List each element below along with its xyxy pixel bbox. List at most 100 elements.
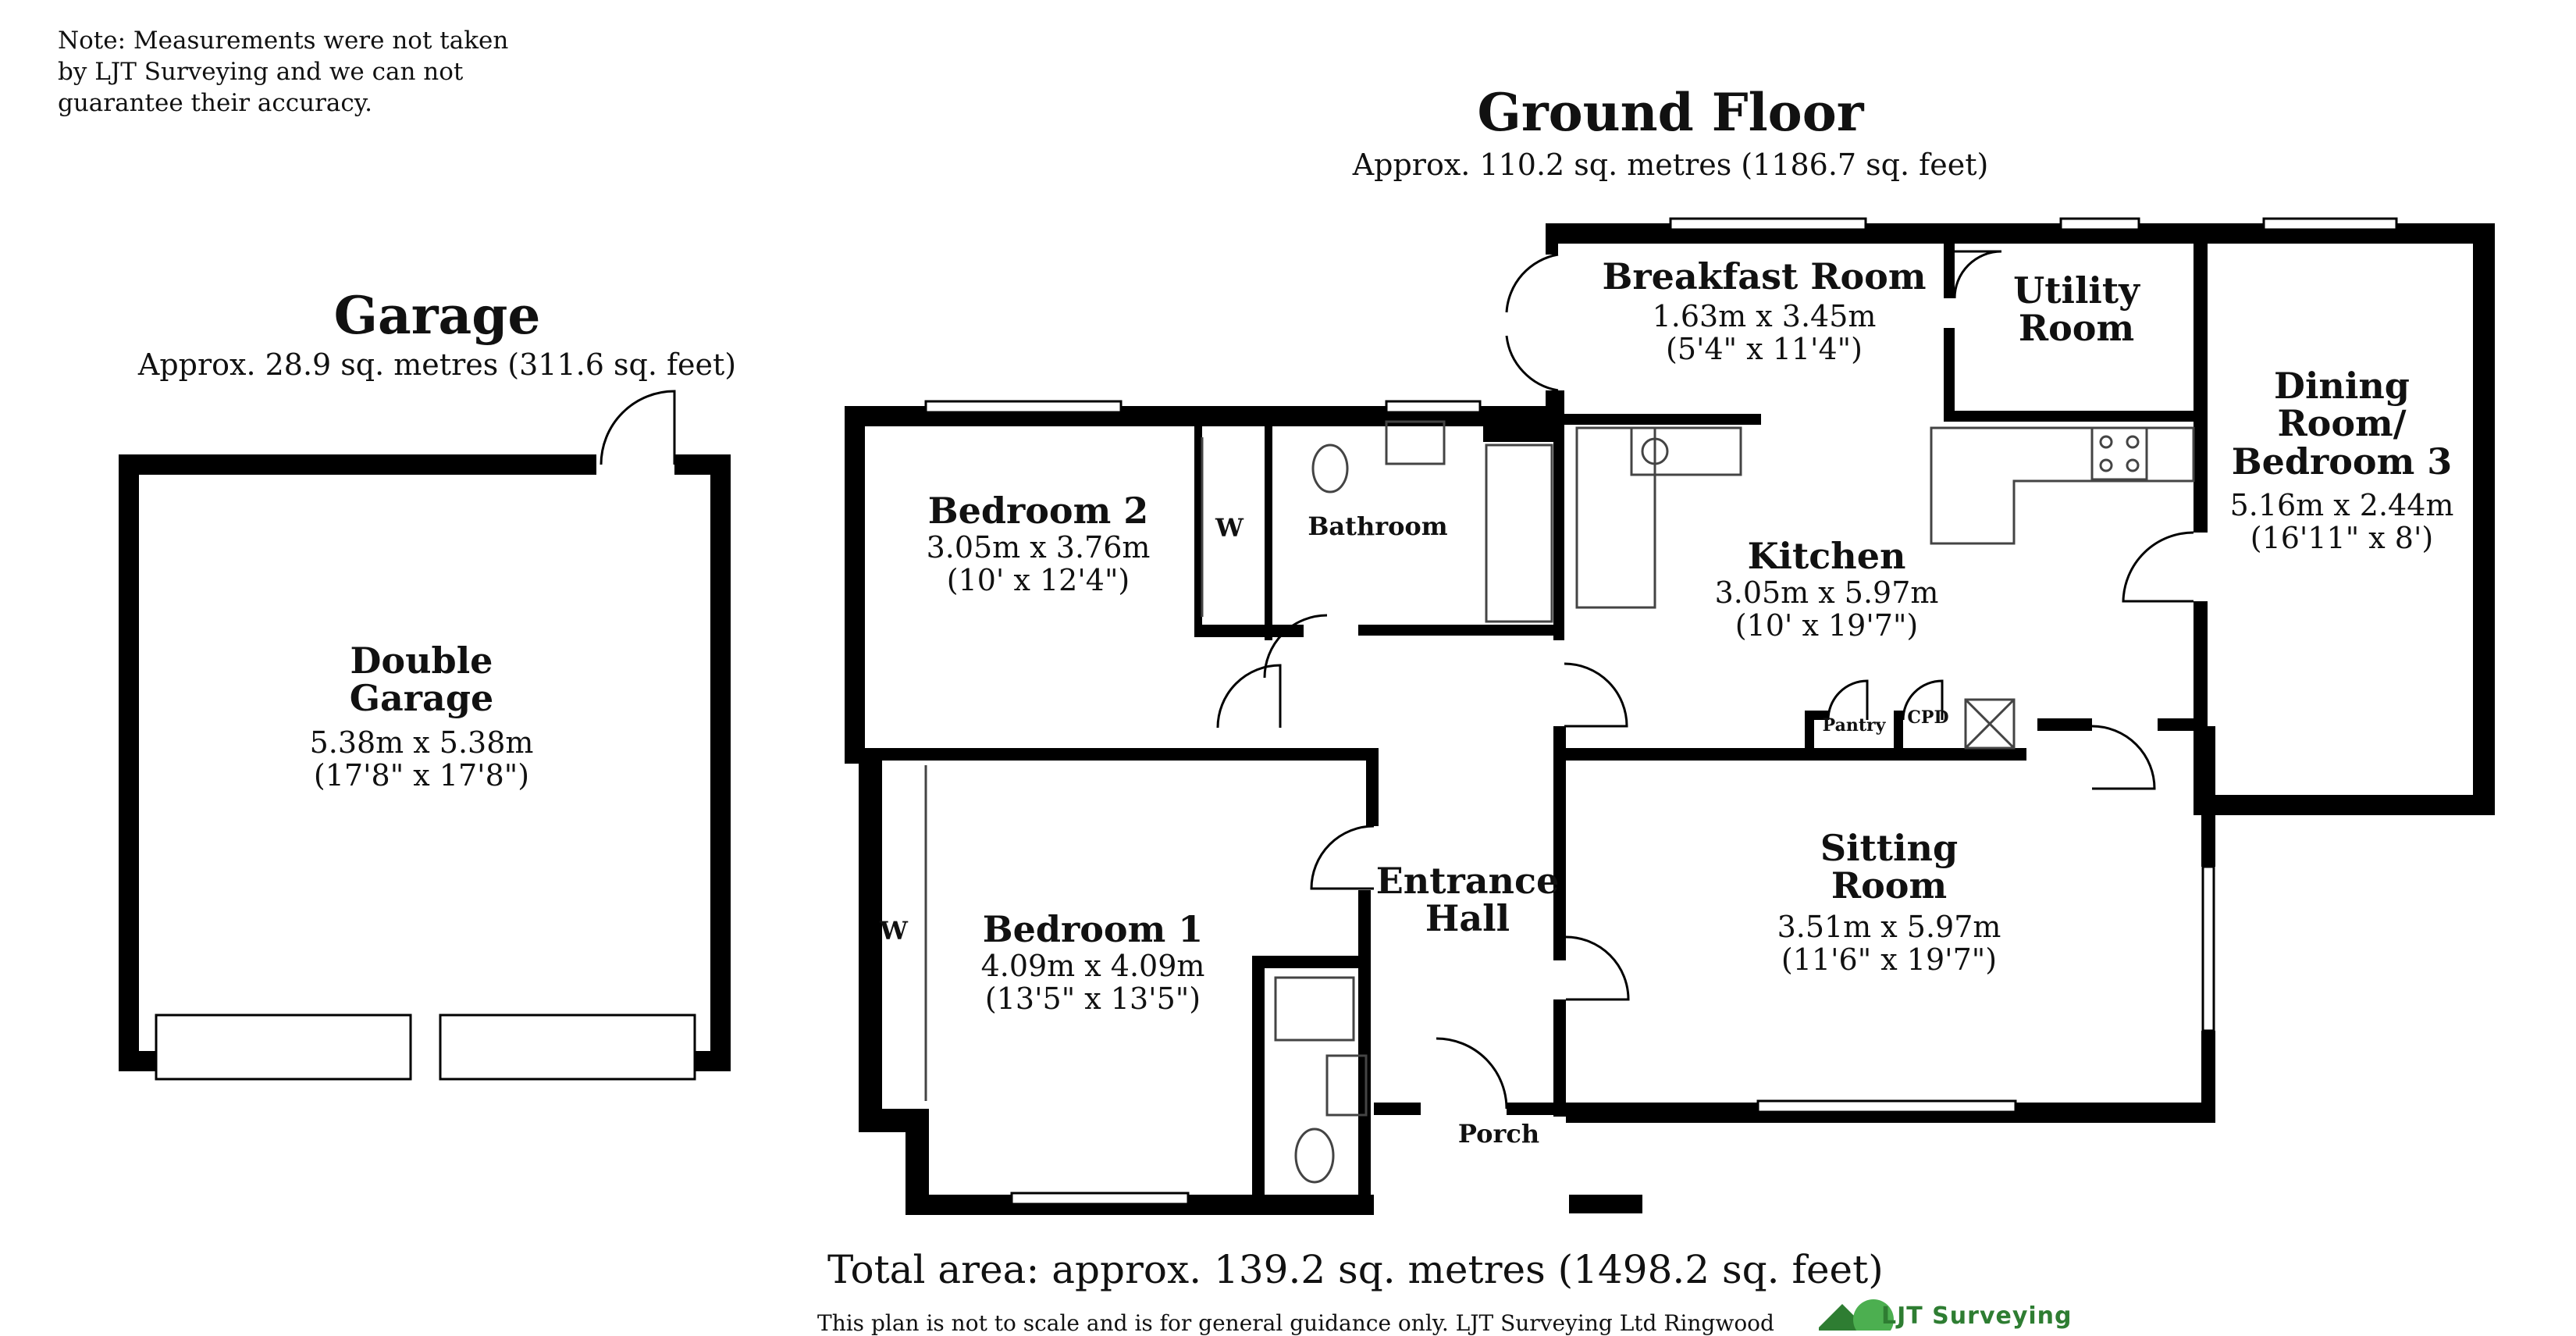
- ensuite-shower: [1274, 976, 1355, 1042]
- sitting-door-swing: [1565, 935, 1630, 1001]
- total-area: Total area: approx. 139.2 sq. metres (14…: [827, 1247, 1884, 1292]
- ensuite-wall-left: [1252, 956, 1265, 1213]
- entrance-name-2: Hall: [1425, 897, 1510, 940]
- dining-dim-ft: (16'11" x 8'): [2250, 521, 2434, 555]
- window-sitting-bottom: [1756, 1099, 2017, 1113]
- sitting-name-2: Room: [1831, 864, 1948, 907]
- cpd-door-swing: [1902, 679, 1944, 721]
- bath-tub: [1485, 444, 1553, 623]
- b1-wall-step: [859, 1109, 929, 1132]
- pantry-wall-left: [1805, 711, 1828, 720]
- sitting-wall-right: [2201, 726, 2215, 867]
- dining-wall-right: [2473, 223, 2495, 814]
- garage-wall-top-left: [119, 454, 596, 475]
- window-b1: [1010, 1192, 1190, 1206]
- dining-name-2: Room/: [2277, 402, 2407, 445]
- b2-door-swing: [1263, 614, 1328, 679]
- dining-name: Dining Room/ Bedroom 3: [2217, 367, 2467, 480]
- sink-bowl: [1641, 437, 1669, 465]
- hot-water: [1964, 698, 2016, 750]
- pantry-label: Pantry: [1822, 715, 1886, 736]
- garage-wall-bottom-right: [695, 1051, 731, 1071]
- wardrobe-wall: [1194, 426, 1202, 637]
- porch-label: Porch: [1457, 1119, 1540, 1149]
- garage-room-name: Double Garage: [297, 642, 546, 718]
- wardrobe-label-b2: W: [1215, 513, 1244, 543]
- b1-wall-top: [859, 748, 1374, 761]
- sink: [1630, 426, 1742, 476]
- garage-area: Approx. 28.9 sq. metres (311.6 sq. feet): [137, 347, 737, 382]
- bath-toilet: [1311, 444, 1349, 493]
- bedroom1-dim-m: 4.09m x 4.09m: [980, 949, 1205, 983]
- breakfast-dim-ft: (5'4" x 11'4"): [1666, 332, 1863, 366]
- kitchen-wall-bottom-r2: [2158, 718, 2204, 731]
- breakfast-dim-m: 1.63m x 3.45m: [1652, 299, 1877, 333]
- breakfast-name: Breakfast Room: [1602, 255, 1927, 297]
- kitchen-name: Kitchen: [1747, 535, 1906, 577]
- breakfast-wall-left: [1546, 223, 1558, 255]
- ground-floor-area: Approx. 110.2 sq. metres (1186.7 sq. fee…: [1352, 148, 1989, 182]
- kitchen-dim-ft: (10' x 19'7"): [1735, 608, 1919, 643]
- kitchen-counter-left: [1575, 426, 1656, 609]
- ensuite-wall-right: [1358, 890, 1371, 1213]
- ensuite-basin: [1325, 1054, 1368, 1117]
- sitting-dim-m: 3.51m x 5.97m: [1777, 910, 2001, 944]
- utility-name-2: Room: [2018, 307, 2135, 350]
- b2-wall-mid: [1194, 625, 1304, 637]
- dining-door-swing: [2122, 531, 2194, 603]
- bath-wall-left: [1265, 406, 1272, 640]
- garage-wall-bottom-left: [119, 1051, 156, 1071]
- fixtures: [924, 420, 2195, 1184]
- ground-floor-title: Ground Floor: [1477, 82, 1864, 143]
- porch-step: [1569, 1195, 1642, 1213]
- breakfast-wall-bottom: [1558, 414, 1761, 425]
- utility-wall-left: [1944, 244, 1955, 298]
- garage-dim-m: 5.38m x 5.38m: [309, 725, 534, 760]
- entrance-name: Entrance Hall: [1374, 862, 1561, 938]
- house-tree-logo-icon: [1819, 1299, 1894, 1331]
- bathroom-name: Bathroom: [1308, 511, 1448, 541]
- cpd-label: CPD: [1907, 707, 1949, 728]
- bedroom1-dim-ft: (13'5" x 13'5"): [984, 982, 1201, 1016]
- cpd-wall: [1894, 711, 1903, 757]
- walls: [119, 223, 2495, 1215]
- b1-door-swing: [1310, 825, 1375, 890]
- kitchen-door-swing: [1564, 662, 1628, 728]
- garage-room-name-2: Garage: [349, 677, 494, 720]
- garage-door-right: [439, 1014, 696, 1081]
- kitchen-dim-m: 3.05m x 5.97m: [1714, 575, 1939, 610]
- hall-wall-right-low: [1553, 999, 1566, 1117]
- porch-door-swing: [1436, 1037, 1508, 1110]
- garage-title: Garage: [333, 285, 541, 346]
- sitting-name: Sitting Room: [1733, 829, 2045, 905]
- utility-wall-left2: [1944, 328, 1955, 422]
- b2-wall-left: [845, 406, 865, 764]
- disclaimer: This plan is not to scale and is for gen…: [817, 1310, 1774, 1336]
- hall-door-swing: [1216, 664, 1282, 729]
- pantry-door-swing: [1827, 679, 1869, 721]
- window-dining: [2262, 217, 2398, 231]
- bath-basin: [1385, 420, 1446, 465]
- window-breakfast: [1669, 217, 1867, 231]
- dining-wall-left: [2194, 244, 2208, 533]
- kitchen-counter-right: [1930, 426, 2195, 545]
- window-sitting-right: [2201, 865, 2215, 1032]
- window-b2: [924, 400, 1123, 414]
- breakfast-wall-left-lower: [1546, 390, 1558, 422]
- dining-name-3: Bedroom 3: [2231, 440, 2453, 483]
- pantry-wall: [1805, 711, 1814, 757]
- hall-wall-right: [1553, 726, 1566, 960]
- kitchen-wall-bottom: [1566, 748, 2026, 761]
- window-bath: [1385, 400, 1482, 414]
- bedroom2-dim-m: 3.05m x 3.76m: [926, 530, 1151, 565]
- kitchen-wall-bottom-r: [2037, 718, 2092, 731]
- garage-door-left: [155, 1014, 412, 1081]
- sitting-name-1: Sitting: [1820, 827, 1959, 869]
- bath-wall-bottom: [1358, 625, 1561, 636]
- ensuite-toilet: [1294, 1128, 1335, 1184]
- window-utility: [2059, 217, 2140, 231]
- sitting-wall-right-low: [2201, 1031, 2215, 1123]
- utility-wall-bottom: [1944, 411, 2201, 422]
- bedroom2-dim-ft: (10' x 12'4"): [946, 563, 1130, 597]
